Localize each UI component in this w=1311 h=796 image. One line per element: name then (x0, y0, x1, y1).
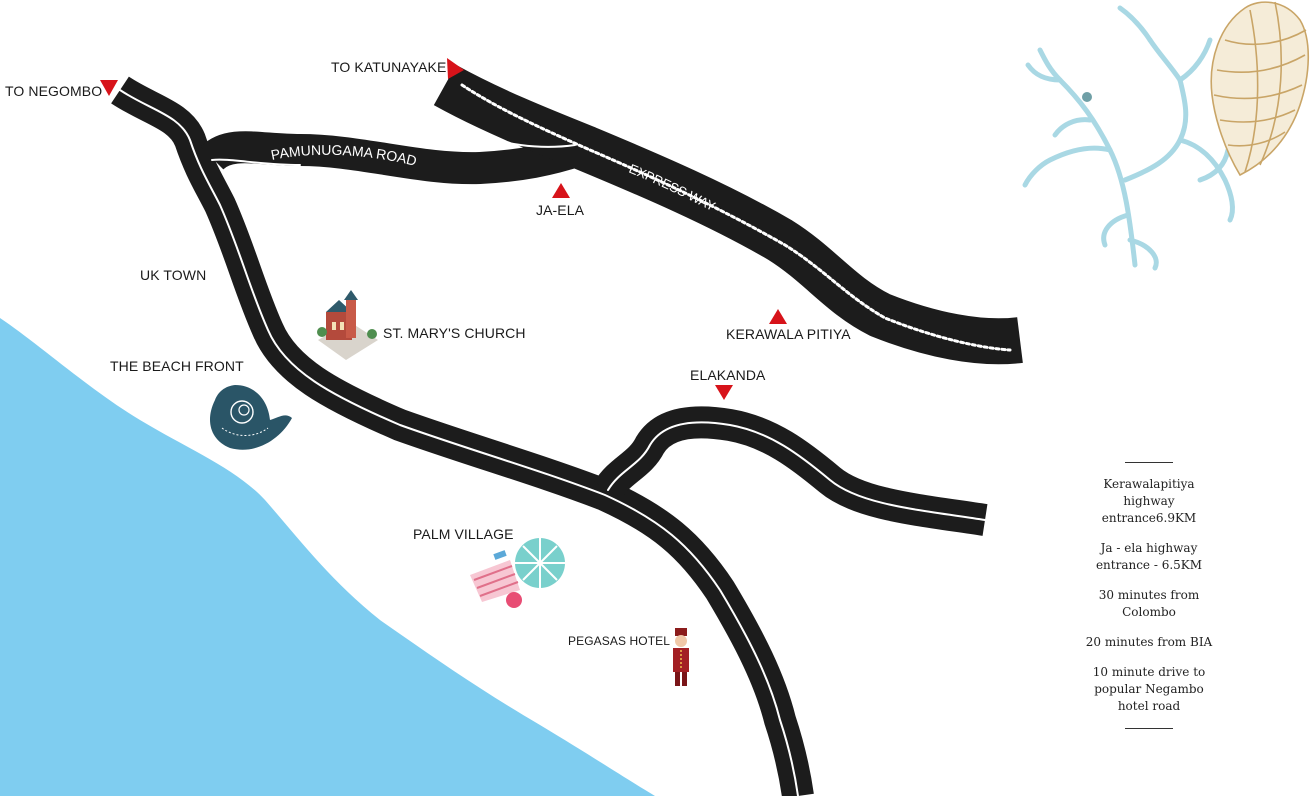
label-st-marys-church: ST. MARY'S CHURCH (383, 325, 526, 341)
nautilus-shell-icon (210, 385, 292, 450)
marker-to-negombo (100, 80, 118, 96)
label-ja-ela: JA-ELA (536, 202, 585, 218)
coral-icon (1022, 5, 1235, 271)
elakanda-road (594, 406, 988, 536)
fact-colombo: 30 minutes from Colombo (1098, 588, 1200, 619)
marker-to-katunayake (447, 58, 464, 79)
label-pegasas-hotel: PEGASAS HOTEL (568, 634, 670, 648)
label-elakanda: ELAKANDA (690, 367, 766, 383)
church-icon (317, 290, 378, 360)
label-to-katunayake: TO KATUNAYAKE (331, 59, 447, 75)
road-centerlines (119, 83, 1012, 796)
divider-top (1125, 462, 1173, 463)
fact-negambo: 10 minute drive to popular Negambo hotel… (1092, 665, 1206, 713)
divider-bottom (1125, 728, 1173, 729)
coral-dot (1082, 92, 1092, 102)
label-kerawala-pitiya: KERAWALA PITIYA (726, 326, 851, 342)
fact-bia: 20 minutes from BIA (1085, 635, 1213, 649)
fact-kerawalapitiya: Kerawalapitiya highway entrance6.9KM (1101, 477, 1197, 525)
pamunugama-road (200, 131, 586, 185)
label-the-beach-front: THE BEACH FRONT (110, 358, 244, 374)
label-to-negombo: TO NEGOMBO (5, 83, 103, 99)
marker-ja-ela (552, 183, 570, 198)
label-uk-town: UK TOWN (140, 267, 207, 283)
conch-shell-icon (1210, 1, 1310, 177)
bellboy-icon (673, 628, 689, 686)
label-palm-village: PALM VILLAGE (413, 526, 514, 542)
marker-kerawala-pitiya (769, 309, 787, 324)
express-way (433, 64, 1023, 365)
distance-info-panel: Kerawalapitiya highway entrance6.9KM Ja … (1084, 462, 1214, 729)
sea (0, 318, 655, 796)
marker-elakanda (715, 385, 733, 400)
fact-ja-ela: Ja - ela highway entrance - 6.5KM (1095, 541, 1203, 572)
beach-umbrella-icon (470, 538, 565, 608)
